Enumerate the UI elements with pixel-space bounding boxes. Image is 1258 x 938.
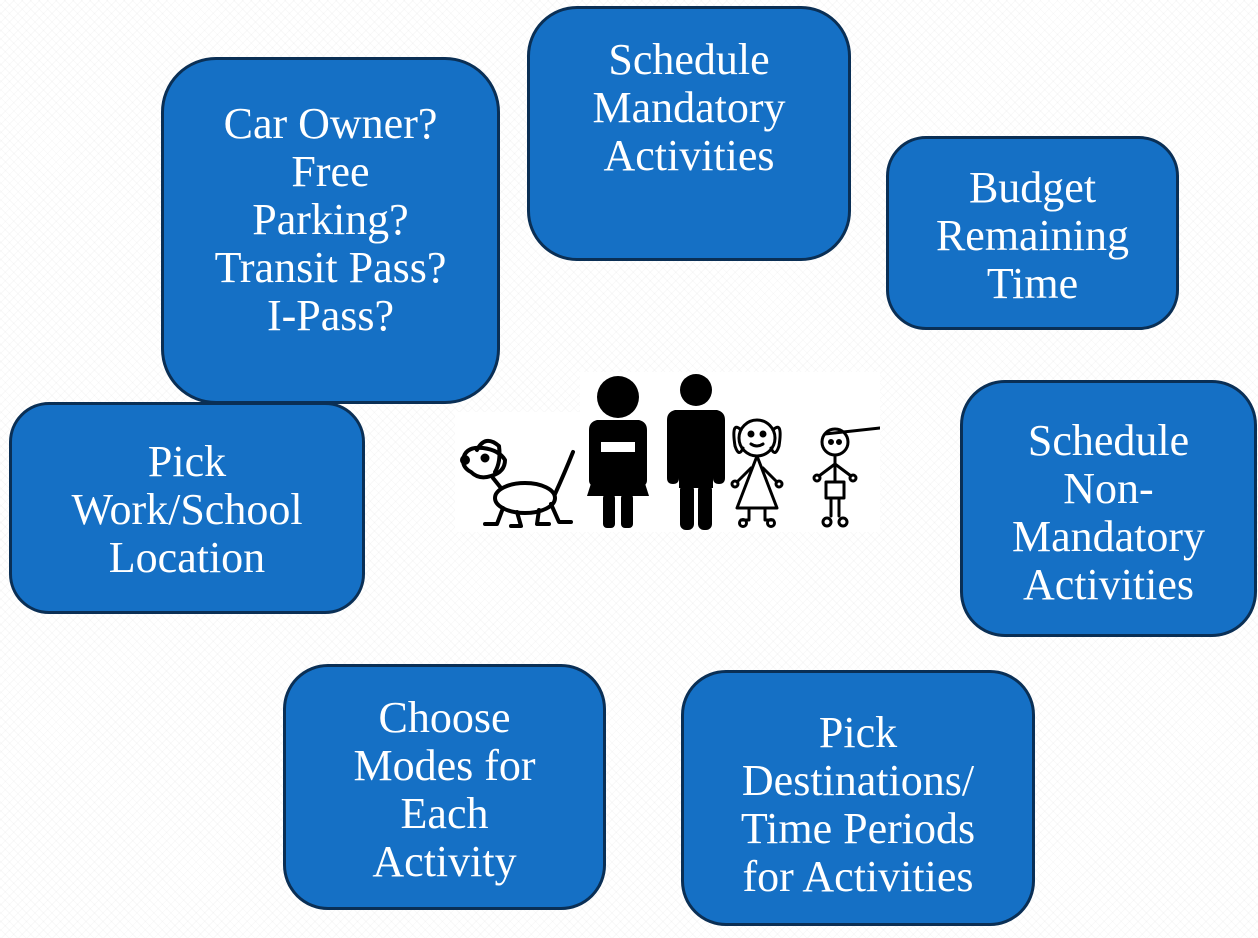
budget-time-box: Budget Remaining Time: [886, 136, 1179, 330]
box-line: Mandatory: [592, 82, 786, 132]
box-line: Destinations/: [741, 756, 975, 805]
box-line: Schedule: [1027, 415, 1190, 465]
box-line: Modes for: [353, 741, 536, 790]
box-line: Activity: [372, 837, 517, 886]
box-line: Mandatory: [1011, 511, 1206, 561]
box-line: Remaining: [935, 211, 1130, 260]
box-line: Location: [108, 533, 266, 582]
pick-destinations-box: Pick Destinations/ Time Periods for Acti…: [681, 670, 1035, 926]
box-line: Choose: [378, 693, 511, 742]
girl-icon: [730, 418, 784, 528]
box-line: Activities: [603, 130, 775, 180]
schedule-mandatory-box: Schedule Mandatory Activities: [527, 6, 851, 261]
box-line: Schedule: [608, 34, 770, 84]
box-line: for Activities: [742, 852, 974, 901]
dog-icon: [460, 438, 575, 528]
box-line: Work/School: [71, 485, 303, 534]
woman-icon: [587, 376, 649, 528]
box-line: Free: [291, 146, 370, 196]
box-line: Time: [986, 259, 1079, 308]
pick-location-box: Pick Work/School Location: [9, 402, 365, 614]
box-line: Budget: [968, 163, 1097, 212]
schedule-non-mandatory-box: Schedule Non- Mandatory Activities: [960, 380, 1257, 637]
man-icon: [667, 374, 725, 530]
box-line: Time Periods: [740, 804, 976, 853]
car-ownership-box: Car Owner? Free Parking? Transit Pass? I…: [161, 57, 500, 404]
box-line: Each: [400, 789, 489, 838]
box-line: Pick: [818, 708, 898, 757]
box-line: Car Owner?: [223, 98, 438, 148]
boy-icon: [812, 426, 880, 528]
box-line: Activities: [1022, 559, 1195, 609]
box-line: Pick: [147, 437, 227, 486]
choose-modes-box: Choose Modes for Each Activity: [283, 664, 606, 910]
box-line: Parking?: [252, 194, 409, 244]
box-line: I-Pass?: [266, 290, 395, 340]
family-illustration: [455, 372, 880, 532]
box-line: Transit Pass?: [214, 242, 447, 292]
box-line: Non-: [1063, 463, 1154, 513]
